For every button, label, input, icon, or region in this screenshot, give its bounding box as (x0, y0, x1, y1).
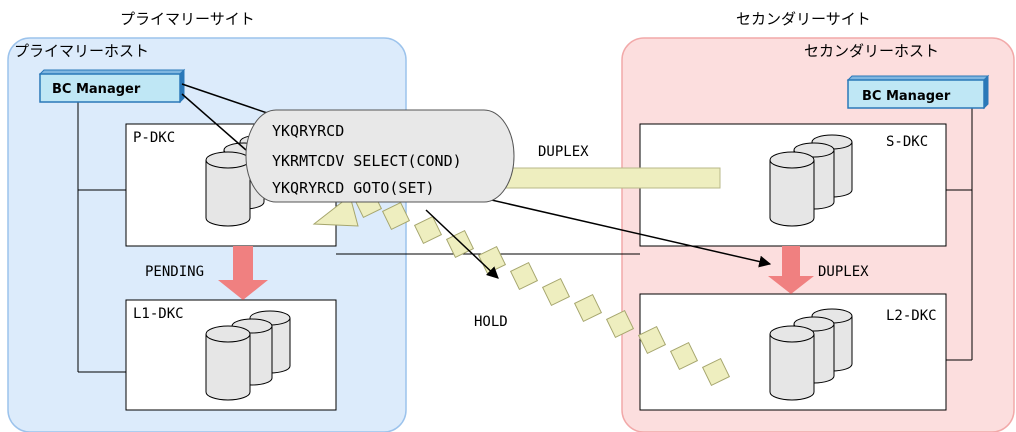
pending-arrow (218, 246, 268, 300)
l1-dkc-box: L1-DKC (125, 299, 337, 411)
hold-dashed-arrow (312, 189, 731, 387)
duplex-remote-arrow (491, 167, 721, 189)
secondary-bc-manager: BC Manager (846, 74, 990, 110)
l1-dkc-volume-icon (205, 310, 291, 401)
primary-bc-manager: BC Manager (38, 68, 186, 104)
command-bubble: YKQRYRCD YKRMTCDV SELECT(COND) YKQRYRCD … (245, 109, 515, 203)
primary-site-label: プライマリーサイト (120, 10, 255, 28)
duplex-local-arrow (768, 246, 814, 294)
secondary-bc-manager-label: BC Manager (862, 89, 951, 104)
primary-network-lines (77, 90, 126, 373)
l2-dkc-box: L2-DKC (639, 293, 947, 411)
l2-dkc-label: L2-DKC (886, 308, 937, 324)
p-dkc-label: P-DKC (133, 130, 175, 146)
duplex-remote-label: DUPLEX (538, 144, 589, 160)
secondary-host-label: セカンダリーホスト (804, 42, 939, 60)
secondary-network-lines (946, 96, 973, 361)
l1-dkc-label: L1-DKC (133, 306, 184, 322)
primary-bc-manager-label: BC Manager (52, 82, 141, 97)
command-connector-lines (181, 83, 772, 279)
command-line-2: YKRMTCDV SELECT(COND) (272, 152, 462, 170)
s-dkc-volume-icon (769, 134, 853, 227)
duplex-local-label: DUPLEX (818, 264, 869, 280)
pending-label: PENDING (145, 264, 204, 280)
secondary-site-label: セカンダリーサイト (736, 10, 871, 28)
primary-host-label: プライマリーホスト (14, 42, 149, 60)
hold-label: HOLD (474, 314, 508, 330)
command-line-1: YKQRYRCD (272, 122, 344, 140)
command-line-3: YKQRYRCD GOTO(SET) (272, 179, 435, 197)
l2-dkc-volume-icon (769, 308, 853, 401)
s-dkc-label: S-DKC (886, 134, 928, 150)
